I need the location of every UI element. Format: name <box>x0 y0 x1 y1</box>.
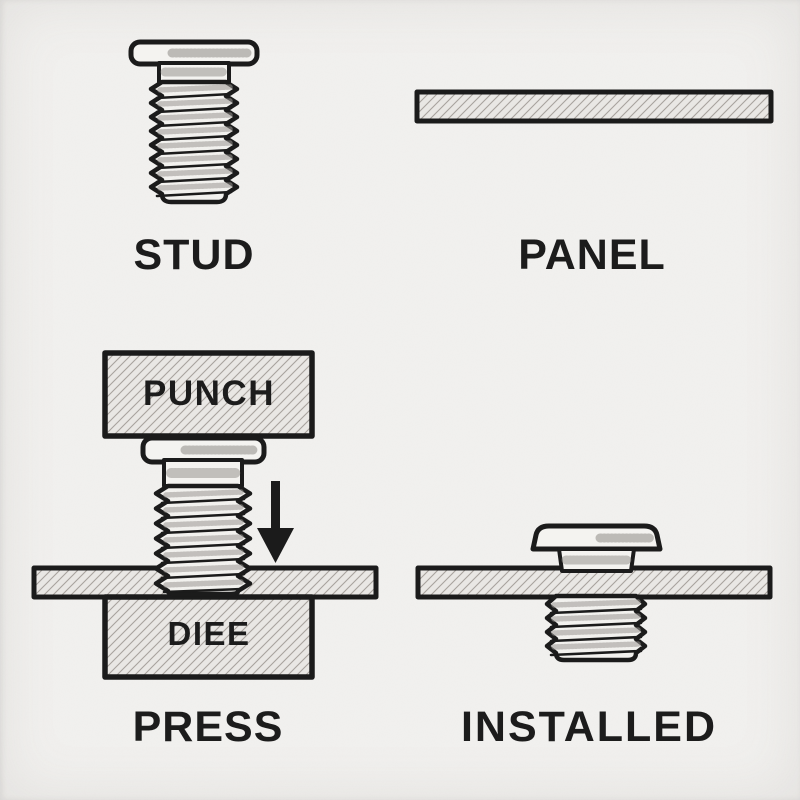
down-arrow-icon <box>257 481 294 563</box>
stud-drawing <box>128 39 260 205</box>
press-stud <box>140 435 267 597</box>
die-block <box>102 594 315 680</box>
press-caption: PRESS <box>132 703 284 751</box>
installed-caption: INSTALLED <box>460 703 718 751</box>
press-drawing <box>31 350 379 680</box>
panel-drawing <box>414 89 774 124</box>
punch-block-label: PUNCH <box>143 374 275 413</box>
punch-block <box>102 350 315 439</box>
panel-caption: PANEL <box>518 231 666 279</box>
panel-bar <box>414 89 774 124</box>
installed-drawing <box>415 523 773 663</box>
stud-caption: STUD <box>133 231 255 279</box>
die-block-label: DIEE <box>167 615 251 652</box>
